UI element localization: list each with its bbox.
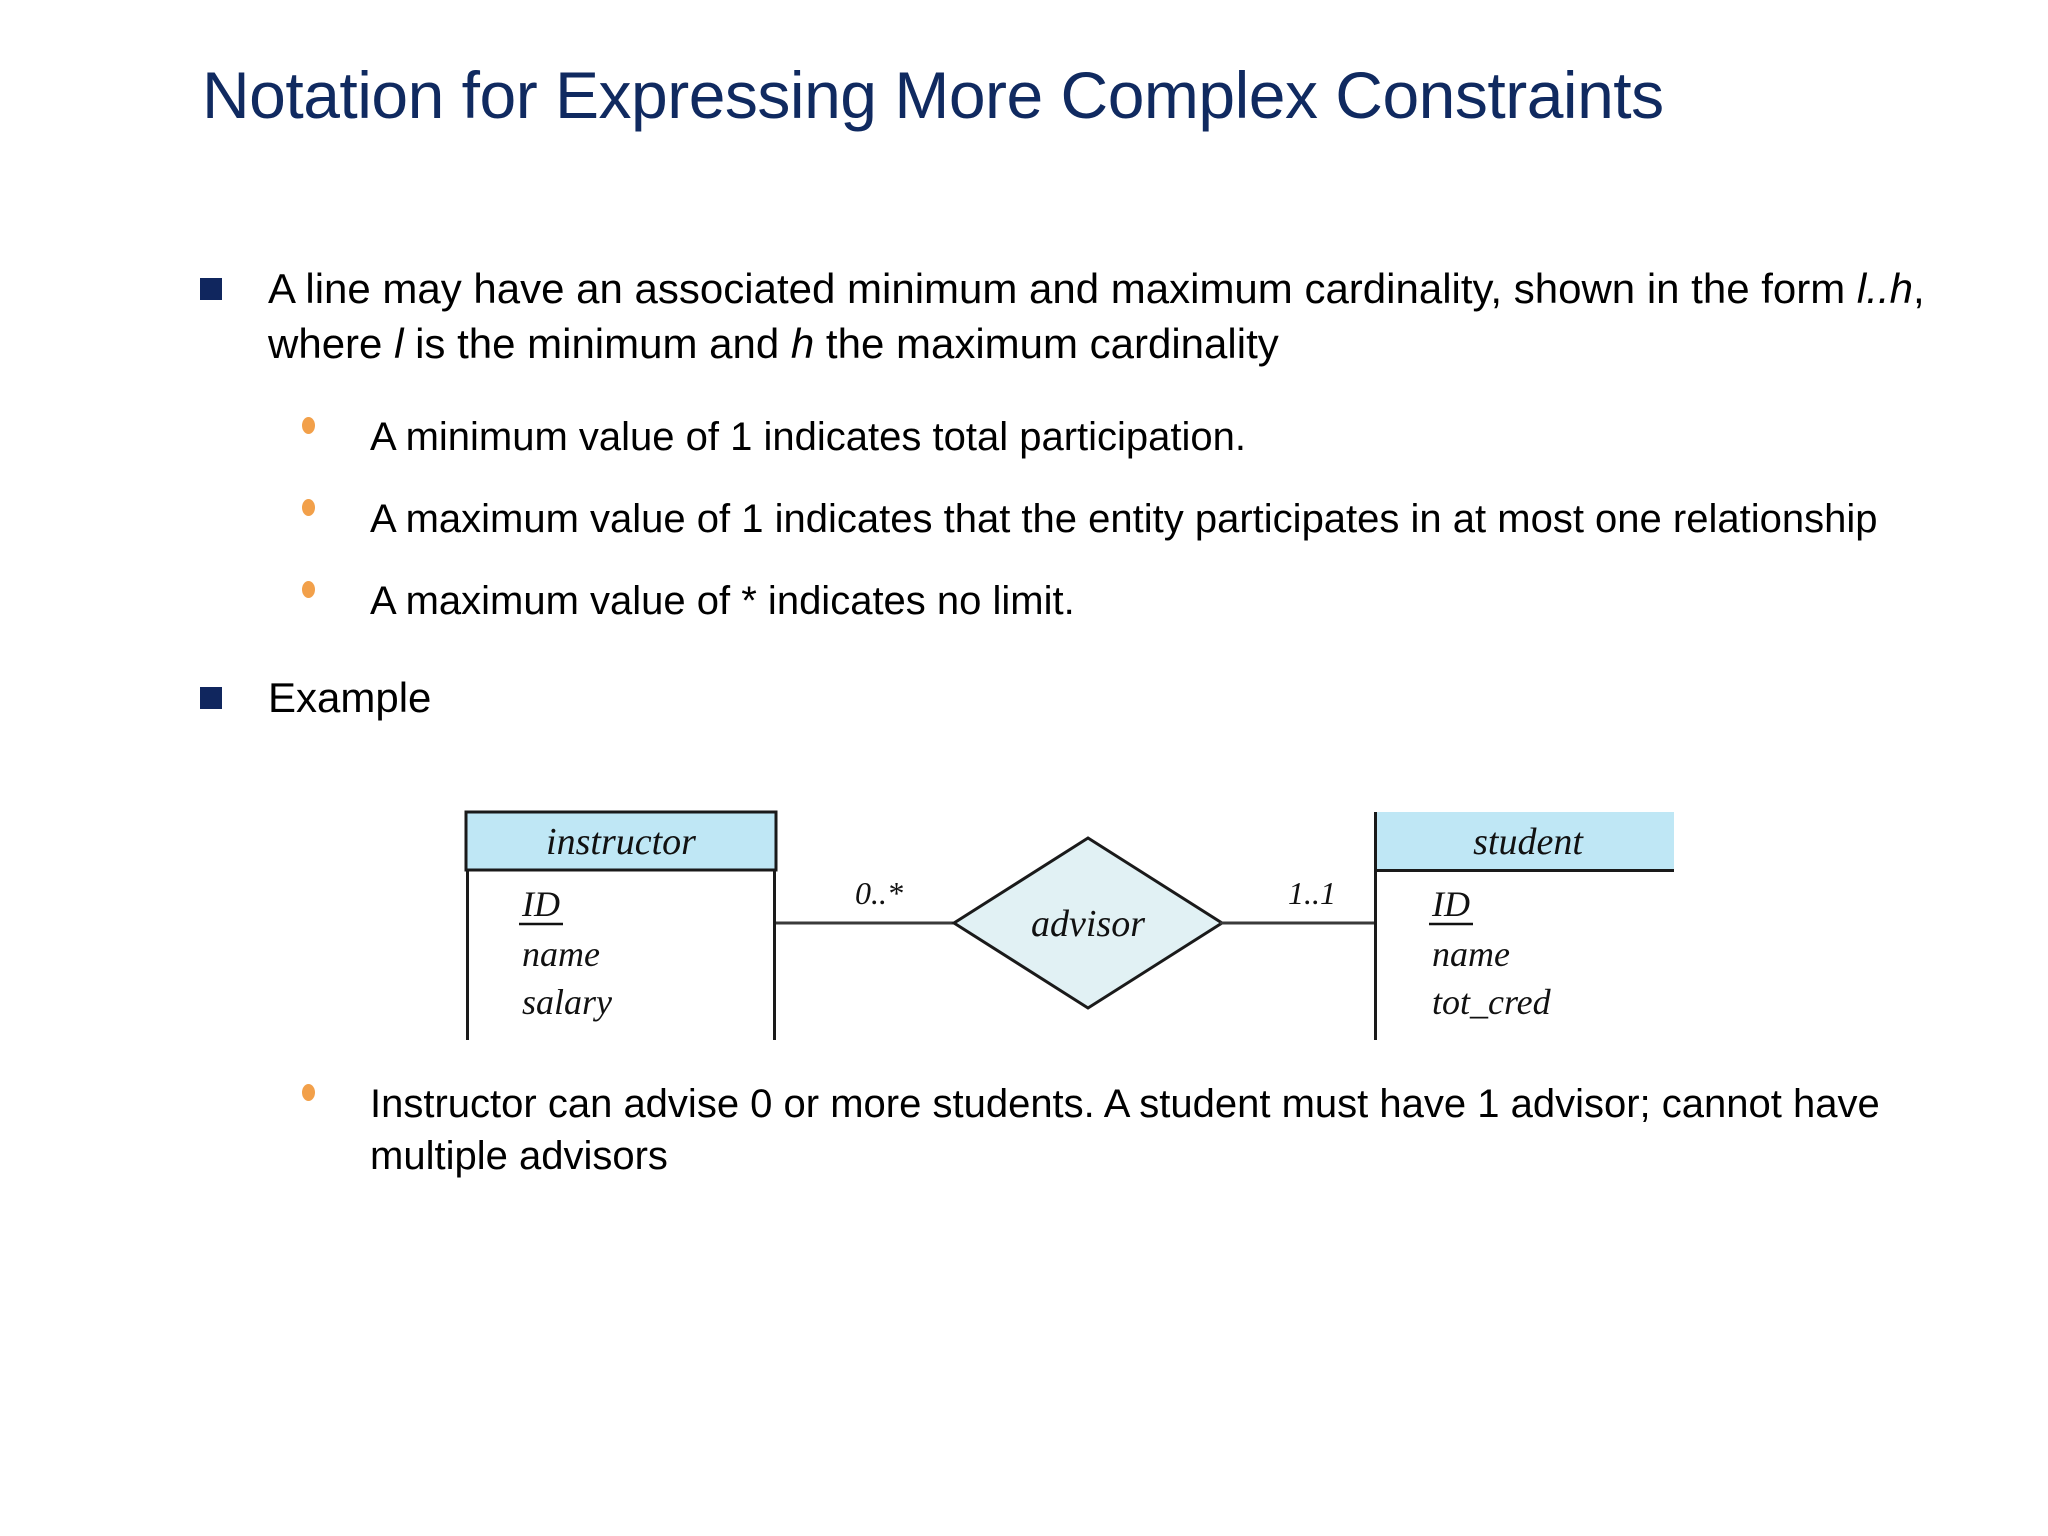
entity-instructor-attr-salary: salary (522, 982, 612, 1022)
spacer (190, 375, 1930, 411)
diagram-caption-list: Instructor can advise 0 or more students… (190, 1078, 1930, 1182)
entity-student: student ID name tot_cred (1374, 812, 1674, 1040)
sub-bullet-text: A minimum value of 1 indicates total par… (370, 415, 1246, 460)
spacer (190, 463, 1930, 493)
spacer (190, 545, 1930, 575)
bullet-list: A line may have an associated minimum an… (190, 262, 1930, 730)
er-diagram: instructor ID name salary 0..* advisor 1… (0, 800, 2048, 1080)
cardinality-label-right: 1..1 (1288, 875, 1336, 911)
dot-bullet-icon (302, 499, 315, 517)
entity-instructor-header-box (464, 810, 778, 872)
entity-student-attr-name: name (1432, 934, 1510, 974)
dot-bullet-icon (302, 1084, 315, 1101)
spacer (190, 627, 1930, 671)
bullet-italic-l: l (394, 319, 404, 367)
entity-instructor-attr-id: ID (521, 884, 560, 924)
sub-bullet-text: A maximum value of 1 indicates that the … (370, 497, 1878, 542)
relationship-advisor-name: advisor (1031, 903, 1145, 945)
relationship-advisor: advisor (951, 836, 1225, 1010)
page-title: Notation for Expressing More Complex Con… (202, 58, 1664, 132)
entity-instructor: instructor ID name salary (464, 810, 778, 1040)
bullet-level1-cardinality: A line may have an associated minimum an… (190, 262, 1930, 371)
cardinality-label-left: 0..* (855, 875, 903, 911)
entity-student-attr-tot-cred: tot_cred (1432, 982, 1552, 1022)
bullet-italic-h: h (790, 319, 815, 367)
bullet-italic-lh: l..h (1856, 265, 1913, 312)
bullet-level1-example: Example (190, 671, 1930, 726)
bullet-text: Example (268, 674, 432, 722)
dot-bullet-icon (302, 581, 315, 599)
square-bullet-icon (200, 278, 222, 300)
bullet-level2-min-value: A minimum value of 1 indicates total par… (190, 411, 1930, 463)
bullet-level2-caption: Instructor can advise 0 or more students… (190, 1078, 1930, 1182)
entity-student-header-box (1374, 812, 1674, 870)
entity-instructor-attr-name: name (522, 934, 600, 974)
bullet-text-part1: A line may have an associated minimum an… (268, 265, 1857, 312)
dot-bullet-icon (302, 417, 315, 435)
bullet-level2-max-value-star: A maximum value of * indicates no limit. (190, 575, 1930, 627)
relationship-diamond-shape (951, 836, 1225, 1010)
sub-bullet-text: Instructor can advise 0 or more students… (370, 1082, 1880, 1178)
entity-student-attr-id: ID (1431, 884, 1470, 924)
bullet-text-part3: is the minimum and (403, 319, 791, 367)
entity-student-name: student (1473, 821, 1584, 863)
sub-bullet-text: A maximum value of * indicates no limit. (370, 579, 1075, 624)
entity-instructor-name: instructor (546, 821, 696, 863)
bullet-level2-max-value-one: A maximum value of 1 indicates that the … (190, 493, 1930, 545)
bullet-text-part2: , where (268, 265, 1925, 367)
bullet-text-part4: the maximum cardinality (814, 319, 1279, 367)
square-bullet-icon (200, 687, 222, 710)
